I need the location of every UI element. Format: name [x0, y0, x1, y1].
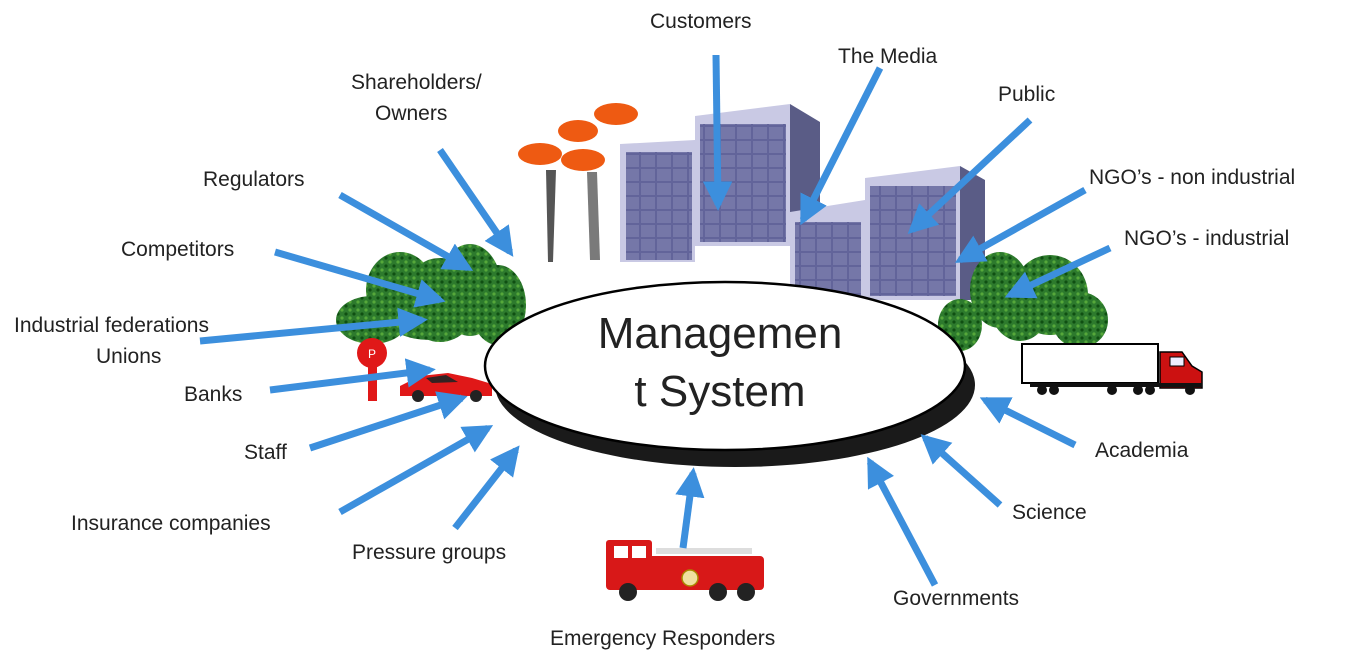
label-insurance-companies: Insurance companies [71, 512, 271, 535]
arrow-academia [979, 396, 1077, 449]
fire-truck-icon [606, 540, 764, 601]
label-pressure-groups: Pressure groups [352, 541, 507, 564]
arrow-pressure [452, 445, 520, 531]
label-governments: Governments [893, 587, 1020, 610]
car-icon [400, 373, 492, 402]
label-media: The Media [838, 45, 938, 68]
arrow-insurance [338, 424, 494, 516]
label-banks: Banks [184, 383, 243, 406]
label-ngo-non-industrial: NGO’s - non industrial [1089, 166, 1296, 189]
label-academia: Academia [1095, 439, 1189, 462]
center-line-1: Managemen [597, 309, 843, 358]
arrow-regulators [338, 191, 474, 272]
arrow-customers [702, 54, 733, 211]
label-customers: Customers [650, 10, 752, 33]
center-line-2: t System [634, 367, 806, 416]
label-owners: Owners [375, 102, 448, 125]
management-system-label: Managemen t System [555, 305, 885, 421]
label-regulators: Regulators [203, 168, 305, 191]
label-emergency-responders: Emergency Responders [550, 627, 776, 650]
arrow-emergency [675, 467, 705, 549]
arrow-competitors [274, 248, 446, 308]
label-public: Public [998, 83, 1056, 106]
factory-chimney-icon [518, 103, 638, 262]
truck-icon [1021, 343, 1203, 395]
label-competitors: Competitors [121, 238, 235, 261]
arrow-ngo-non-industrial [954, 186, 1087, 264]
arrow-banks [269, 358, 436, 394]
parking-sign-icon: P [357, 338, 387, 401]
arrow-federations [199, 307, 428, 345]
arrow-shareholders [437, 148, 514, 257]
label-unions: Unions [96, 345, 162, 368]
office-building-icon [620, 104, 985, 300]
arrow-public [907, 117, 1033, 235]
label-science: Science [1012, 501, 1087, 524]
management-system-ellipse [483, 280, 975, 467]
label-ngo-industrial: NGO’s - industrial [1124, 227, 1290, 250]
svg-text:P: P [368, 347, 376, 361]
arrow-staff [308, 391, 468, 452]
label-shareholders: Shareholders/ [351, 71, 482, 94]
label-staff: Staff [244, 441, 287, 464]
arrow-media [799, 66, 884, 226]
arrow-science [920, 434, 1003, 508]
label-industrial-federations: Industrial federations [14, 314, 209, 337]
arrow-governments [866, 456, 939, 587]
arrow-ngo-industrial [1004, 244, 1112, 299]
